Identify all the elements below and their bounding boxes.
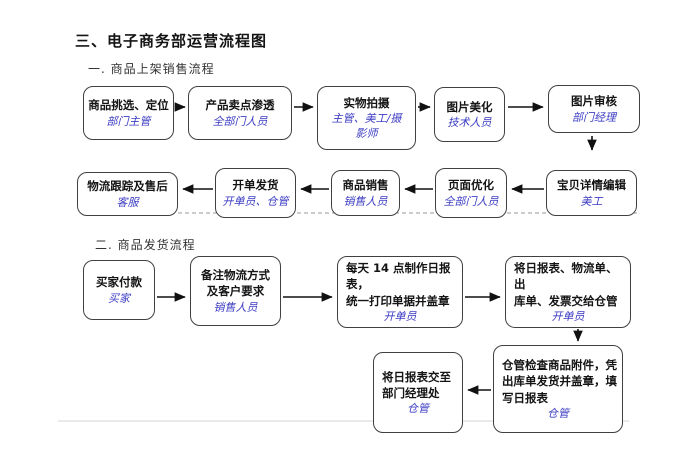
node-role: 部门主管	[106, 114, 151, 128]
section-1-heading: 一. 商品上架销售流程	[88, 62, 215, 76]
node-role: 仓管	[407, 402, 429, 416]
node-product-selection: 商品挑选、定位 部门主管	[83, 86, 174, 140]
node-title: 图片美化	[446, 99, 493, 114]
node-role: 销售人员	[213, 300, 258, 314]
node-image-review: 图片审核 部门经理	[548, 85, 640, 133]
node-role: 销售人员	[343, 194, 388, 208]
node-title: 每天 14 点制作日报表，统一打印单据并盖章	[346, 260, 451, 308]
node-role: 客服	[116, 195, 139, 209]
node-title: 将日报表交至部门经理处	[382, 369, 451, 400]
node-role: 美工	[580, 194, 603, 208]
node-title: 买家付款	[96, 275, 142, 290]
node-title: 物流跟踪及售后	[87, 179, 168, 194]
node-role: 仓管	[547, 406, 569, 420]
node-role: 开单员、仓管	[222, 194, 289, 208]
node-page-optimization: 页面优化 全部门人员	[435, 168, 507, 218]
node-image-beautify: 图片美化 技术人员	[434, 87, 505, 142]
node-buyer-payment: 买家付款 买家	[83, 260, 155, 320]
node-photo-shoot: 实物拍摄 主管、美工/摄影师	[317, 86, 416, 150]
node-handover-warehouse: 将日报表、物流单、出库单、发票交给仓管 开单员	[505, 256, 631, 328]
node-title: 开单发货	[232, 178, 279, 193]
node-title: 产品卖点渗透	[205, 98, 275, 113]
node-logistics-note: 备注物流方式及客户要求 销售人员	[190, 256, 281, 326]
node-daily-report: 每天 14 点制作日报表，统一打印单据并盖章 开单员	[337, 256, 463, 328]
node-product-sales: 商品销售 销售人员	[331, 170, 400, 216]
node-role: 部门经理	[572, 110, 616, 124]
node-role: 开单员	[383, 309, 417, 323]
node-title: 商品挑选、定位	[88, 98, 169, 113]
node-logistics-tracking: 物流跟踪及售后 客服	[77, 172, 178, 216]
node-role: 买家	[108, 291, 130, 305]
node-title: 实物拍摄	[343, 96, 390, 111]
node-role: 主管、美工/摄影师	[331, 112, 402, 140]
node-title: 仓管检查商品附件，凭出库单发货并盖章，填写日报表	[502, 357, 617, 405]
node-role: 开单员	[551, 309, 585, 323]
node-role: 全部门人员	[212, 114, 268, 128]
section-2-heading: 二. 商品发货流程	[95, 238, 196, 252]
node-role: 技术人员	[447, 116, 492, 130]
node-title: 图片审核	[571, 94, 617, 109]
node-report-to-manager: 将日报表交至部门经理处 仓管	[373, 352, 463, 433]
node-warehouse-check: 仓管检查商品附件，凭出库单发货并盖章，填写日报表 仓管	[493, 345, 623, 433]
node-order-dispatch: 开单发货 开单员、仓管	[215, 168, 296, 218]
node-title: 宝贝详情编辑	[557, 178, 626, 193]
page-title: 三、电子商务部运营流程图	[75, 32, 268, 50]
node-item-detail-edit: 宝贝详情编辑 美工	[546, 170, 637, 216]
node-title: 将日报表、物流单、出库单、发票交给仓管	[514, 260, 618, 308]
node-title: 备注物流方式及客户要求	[201, 268, 270, 299]
node-role: 全部门人员	[443, 194, 499, 208]
node-selling-point: 产品卖点渗透 全部门人员	[188, 86, 292, 140]
node-title: 商品销售	[342, 178, 389, 193]
node-title: 页面优化	[448, 178, 494, 193]
